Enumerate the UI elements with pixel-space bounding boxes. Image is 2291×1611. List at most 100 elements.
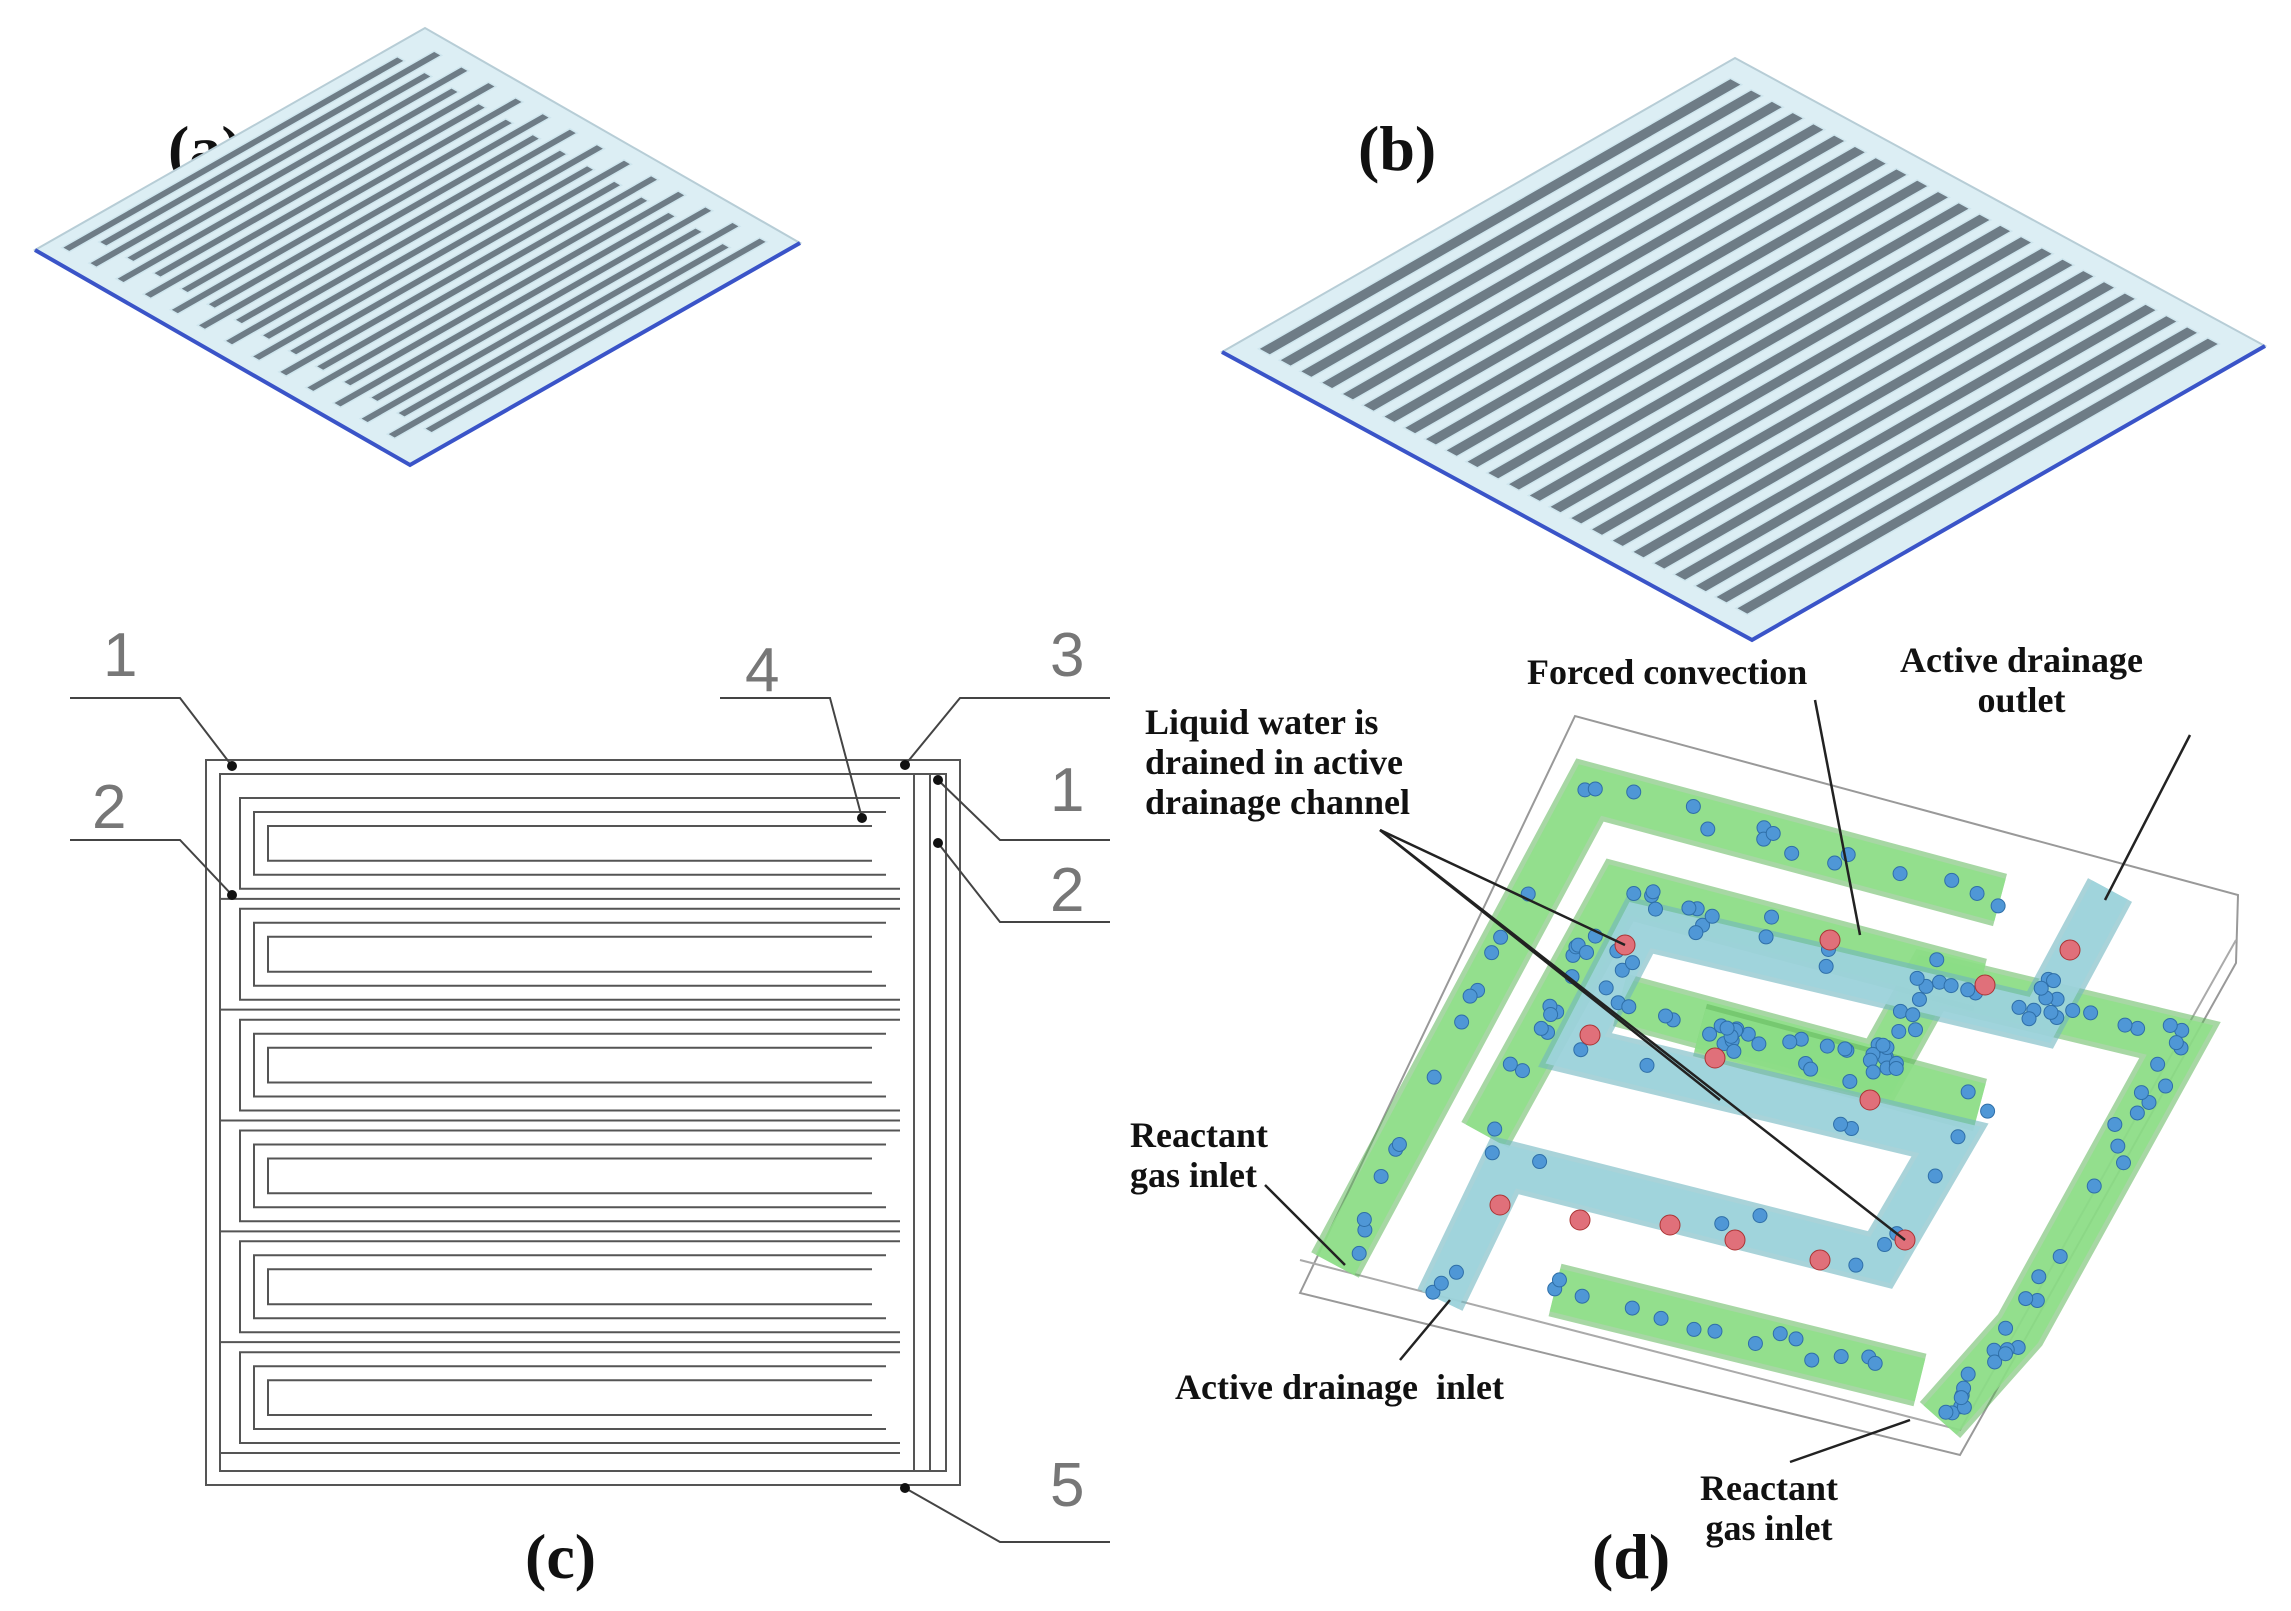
channel-a-18 [304, 195, 651, 393]
blue-channel-face-0 [1421, 880, 2128, 1309]
droplet-green-0-1-11 [1990, 898, 2006, 914]
droplet-green-1-2-12 [2162, 1017, 2178, 1033]
droplet-green-1-3-8 [2018, 1291, 2034, 1307]
droplet-blue-0-3 [1433, 1275, 1449, 1291]
droplet-green-1-3-7 [2052, 1248, 2068, 1264]
serpentine-line-1-0 [239, 907, 900, 1001]
channel-a-11 [232, 127, 579, 325]
droplet-green-0-0-4 [1484, 945, 1500, 961]
droplet-green-2-0-9 [1788, 1331, 1804, 1347]
channel-a-9 [205, 112, 552, 310]
droplet-water-8 [1569, 1209, 1591, 1231]
droplet-blue-1-0 [1532, 1154, 1548, 1170]
leader-2-right [937, 842, 1110, 923]
serpentine-line-5-2 [267, 1379, 872, 1416]
droplet-green-4-0-3 [1514, 1063, 1530, 1079]
channel-b-2 [1298, 100, 1785, 379]
droplet-green-0-0-3 [1426, 1069, 1442, 1085]
droplet-blue-2-0 [1877, 1237, 1893, 1253]
droplet-green-1-2-13 [2011, 999, 2027, 1015]
droplet-water-11 [1809, 1249, 1831, 1271]
channel-b-11 [1485, 201, 1972, 481]
channel-a-7 [178, 96, 525, 294]
droplet-blue-3-3 [1833, 1116, 1849, 1132]
serpentine-line-2-2 [267, 1046, 872, 1084]
channel-a-4 [114, 86, 461, 284]
serpentine-line-0-1 [253, 811, 886, 876]
serpentine-line-1-2 [267, 935, 872, 973]
droplet-green-3-0-6 [1888, 1060, 1904, 1076]
droplet-blue-3-0 [1639, 1057, 1655, 1073]
droplet-green-0-1-8 [1765, 825, 1781, 841]
panel-d-channel-model [1264, 699, 2240, 1464]
channel-b-19 [1651, 291, 2138, 571]
channel-a-17 [314, 174, 661, 372]
channel-b-17 [1609, 269, 2097, 548]
panel-c-schematic [70, 697, 1110, 1543]
channel-a-19 [341, 190, 688, 388]
droplet-blue-0-2 [1448, 1264, 1464, 1280]
droplet-green-1-3-6 [2107, 1116, 2123, 1132]
serpentine-line-2-1 [253, 1032, 886, 1098]
leader-1-right [937, 779, 1110, 841]
droplet-green-1-4-2 [1998, 1320, 2014, 1336]
droplet-blue-2-1 [1927, 1168, 1943, 1184]
leader-drainage-outlet [2103, 734, 2192, 901]
serpentine-line-4-2 [267, 1268, 872, 1306]
channel-b-12 [1505, 212, 1993, 492]
channel-b-20 [1672, 303, 2159, 582]
marker-c-1-right: 1 [1050, 756, 1085, 825]
channel-b-13 [1526, 224, 2014, 503]
marker-c-2-left: 2 [92, 773, 127, 842]
droplet-green-1-4-11 [1953, 1390, 1969, 1406]
droplet-blue-5-1 [1960, 982, 1976, 998]
droplet-water-10 [1724, 1229, 1746, 1251]
droplet-green-0-0-9 [1373, 1168, 1389, 1184]
droplet-green-3-0-1 [1980, 1103, 1996, 1119]
droplet-green-1-3-2 [2031, 1269, 2047, 1285]
droplet-water-7 [1489, 1194, 1511, 1216]
droplet-green-4-0-9 [1502, 1056, 1518, 1072]
droplet-green-3-0-3 [1782, 1034, 1798, 1050]
droplet-blue-1-1 [1714, 1216, 1730, 1232]
droplet-green-0-1-13 [1587, 781, 1603, 797]
droplet-green-0-0-7 [1351, 1245, 1367, 1261]
dot-2-right [933, 838, 943, 848]
leader-gas-inlet-bottom [1789, 1418, 1911, 1464]
droplet-green-0-1-7 [1784, 845, 1800, 861]
droplet-green-1-4-8 [1938, 1404, 1954, 1420]
droplet-blue-5-2 [1818, 958, 1834, 974]
droplet-green-1-4-9 [1987, 1354, 2003, 1370]
dot-4 [857, 813, 867, 823]
droplet-green-1-4-13 [1998, 1346, 2014, 1362]
channel-a-8 [168, 117, 515, 315]
droplet-green-3-0-4 [1865, 1064, 1881, 1080]
dot-1-left [227, 761, 237, 771]
droplet-green-1-1-6 [1911, 991, 1927, 1007]
serpentine-line-4-0 [239, 1240, 900, 1334]
dot-2-left [227, 890, 237, 900]
droplet-water-3 [2059, 939, 2081, 961]
droplet-green-1-2-5 [2065, 1002, 2081, 1018]
leader-gas-inlet-left [1264, 1184, 1346, 1266]
panel-label-d: (d) [1592, 1521, 1671, 1592]
channel-a-3 [124, 65, 471, 263]
serpentine-line-1-1 [253, 921, 886, 987]
droplet-green-1-1-10 [1891, 1023, 1907, 1039]
serpentine-line-4-1 [253, 1254, 886, 1320]
annotation-reactant-gas-inlet-bottom: Reactant gas inlet [1700, 1468, 1838, 1548]
droplet-green-0-1-0 [1626, 784, 1642, 800]
droplet-green-0-1-12 [1892, 866, 1908, 882]
serpentine-line-5-1 [253, 1365, 886, 1430]
droplet-green-1-3-3 [2116, 1155, 2132, 1171]
channel-a-14 [250, 164, 597, 362]
schematic-inner-frame [219, 773, 947, 1472]
channel-a-25 [422, 236, 769, 434]
channel-b-0 [1256, 77, 1744, 356]
channel-a-22 [358, 226, 705, 424]
droplet-green-0-1-6 [1969, 885, 1985, 901]
annotation-liquid-water: Liquid water is drained in active draina… [1145, 702, 1411, 822]
droplet-green-2-0-13 [1804, 1352, 1820, 1368]
droplet-green-1-2-7 [2043, 1004, 2059, 1020]
serpentine-line-0-0 [239, 797, 900, 890]
